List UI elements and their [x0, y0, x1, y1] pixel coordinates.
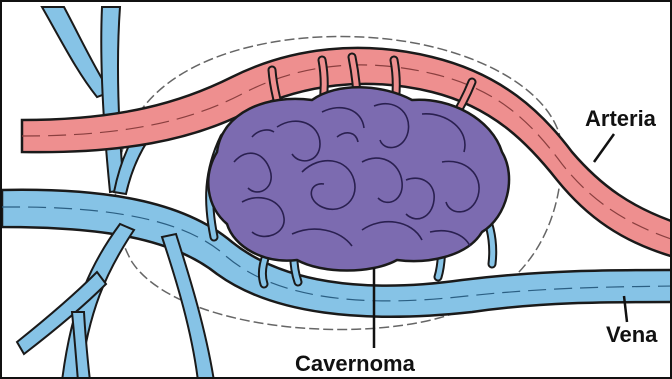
vein-branches-upper	[42, 7, 162, 194]
label-arteria: Arteria	[585, 108, 656, 130]
label-cavernoma: Cavernoma	[295, 353, 415, 375]
leader-arteria	[594, 134, 614, 162]
label-vena: Vena	[606, 324, 657, 346]
